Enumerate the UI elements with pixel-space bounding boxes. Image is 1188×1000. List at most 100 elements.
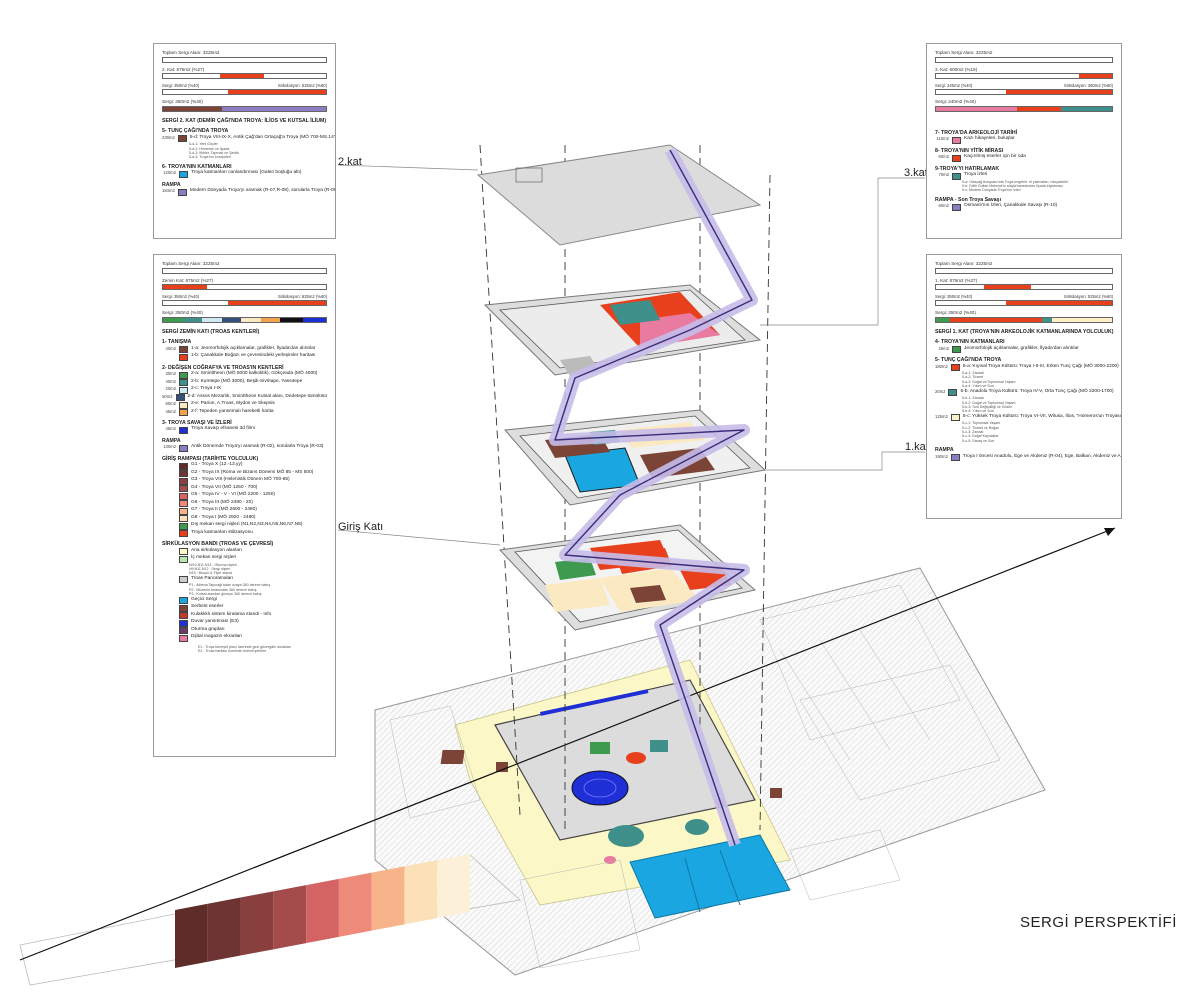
legend-subitem: 5-c-2: Ticaret ve Boğaz (962, 425, 999, 430)
legend-swatch (179, 500, 188, 508)
legend-item-label: 2-c: Troya I-IX (191, 386, 222, 391)
total-area-bar (162, 267, 327, 274)
legend-item: Kulaklıklı sistem kiralama standı - info (162, 612, 327, 620)
exhibit-breakdown-line: Sergi: 240m2 (%40) (935, 99, 976, 105)
legend-swatch (179, 346, 188, 354)
legend-swatch (950, 454, 960, 462)
exhibit-share-label: Sergi: 350m2 (%40) (162, 294, 200, 300)
exhibit-breakdown-bar (162, 316, 327, 323)
legend-panel-floor-3: Toplam Sergi Alanı: 3225m2 3. Kat: 600m2… (926, 43, 1122, 239)
legend-item: Troas Panoramaları (162, 576, 327, 584)
exhibit-breakdown-line: Sergi: 350m2 (%40) (162, 310, 203, 316)
legend-item-area: 45m2 (165, 408, 176, 414)
leader-lines (337, 164, 925, 546)
legend-group-title: 1- TANIŞMA (162, 339, 192, 346)
legend-swatch (179, 444, 188, 452)
legend-item-label: Troas Panoramaları (191, 575, 234, 581)
legend-swatch (179, 379, 188, 386)
legend-group-title: RAMPA - Son Troya Savaşı (935, 196, 1002, 203)
legend-item-area: 30m2 (165, 371, 176, 376)
ramp-segment-g3 (240, 891, 274, 956)
legend-item-label: Antik Dönemde Troya'yı aramak (R-02), so… (191, 444, 324, 450)
footnote: E1 : Troya tümeyel planı üzerinde gezi g… (198, 644, 292, 649)
legend-group-title: 2- DEĞİŞEN COĞRAFYA VE TROAS'IN KENTLERİ (162, 364, 284, 371)
legend-item-area: 180m2 (935, 363, 948, 369)
legend-item-label: Oturma grupları (191, 626, 225, 632)
legend-item: Geçici Sergi (162, 597, 327, 605)
legend-subitem: N/10,N11,N14 : Oturma nişleri (189, 562, 237, 567)
circulation-share-label: Sirkülasyon: 525m2 (%60) (1063, 294, 1113, 300)
legend-swatch (179, 426, 188, 434)
legend-item: 130m2 Antik Dönemde Troya'yı aramak (R-02… (162, 444, 327, 452)
legend-swatch (177, 135, 187, 143)
legend-subitem: 5-b-4: Yıkım ve Son (962, 409, 994, 414)
drawing-title: SERGİ PERSPEKTİFİ (1020, 914, 1177, 931)
legend-group-title: RAMPA (935, 447, 954, 454)
legend-item-label: 2-f: Tepeden yansıtmalı hareketli harita (191, 408, 274, 414)
legend-item-area: 130m2 (163, 444, 176, 450)
legend-subitem: 5-b-3: Son Değişikliği ve Gözler (962, 404, 1013, 409)
exhibit-share-label: Sergi: 350m2 (%40) (162, 83, 200, 89)
legend-subitem: 5-d-4: Troya'nın kompüteri (189, 155, 231, 160)
legend-swatch (179, 515, 188, 523)
legend-swatch (952, 136, 961, 144)
ramp-segment-g1 (175, 903, 208, 968)
legend-item-label: Troya izleri (964, 172, 988, 177)
legend-item-label: Dijital magazin ekranları (191, 634, 243, 640)
legend-item: 45m2 2-f: Tepeden yansıtmalı hareketli ha… (162, 408, 327, 416)
legend-item-label: Kazı hikayeleri, buluşlar (964, 136, 1015, 142)
ramp-segment-g9 (437, 853, 470, 919)
legend-swatch (948, 389, 958, 397)
legend-item-label: 1-a: Jeomorfolojik açıklamalar, grafikle… (191, 345, 316, 351)
legend-group-title: 4- TROYA'NIN KATMANLARI (935, 339, 1005, 346)
legend-swatch (179, 170, 188, 178)
legend-item-area: 40m2 (165, 345, 176, 351)
legend-item: Troya katmanları stilizasyonu (162, 530, 327, 538)
legend-item: G5 - Troya IV - V - VI (MÖ 2200 - 1250) (162, 492, 327, 500)
legend-item-label: Troya Savaşı efsanesi 3d filmi (191, 426, 255, 432)
legend-item: G3 - Troya VIII (Helenistik Dönem MÖ 700… (162, 477, 327, 485)
legend-item-area: 184m2 (162, 188, 175, 194)
ramp-segment-g4 (273, 885, 307, 950)
legend-group-title: RAMPA (162, 181, 181, 188)
legend-item-area: 40m2 (165, 378, 176, 384)
total-area-line: Toplam Sergi Alanı: 3225m2 (162, 261, 220, 266)
exhibit-share-label: Sergi: 240m2 (%40) (935, 83, 973, 89)
legend-swatch (179, 353, 188, 361)
legend-item-label: Osmanlı'nın İzleri, Çanakkale Savaşı (R-… (964, 203, 1058, 209)
legend-item-area: 120m2 (163, 170, 176, 176)
legend-swatch (179, 522, 188, 530)
legend-item-area: 230m2 (162, 134, 175, 140)
floor-area-line: 3. Kat: 600m2 (%19) (935, 66, 978, 72)
legend-group-title: 7- TROYA'DA ARKEOLOJİ TARİHİ (935, 129, 1018, 136)
legend-subitem: 5-c-5: Savaş ve Son (962, 438, 995, 443)
legend-item-area: 45m2 (165, 426, 176, 432)
legend-item-label: İç mekan sergi nişleri (191, 555, 237, 561)
legend-item: G8 - Troya I (MÖ 2920 - 2480) (162, 515, 327, 523)
entrance-axis-line (19, 527, 1116, 961)
legend-subitem: 5-c-1: Toplumsal Yaşam (962, 421, 1001, 426)
legend-item-label: G5 - Troya IV - V - VI (MÖ 2200 - 1250) (191, 492, 275, 498)
legend-swatch (179, 485, 188, 493)
legend-item: G4 - Troya VII (MÖ 1250 - 700) (162, 485, 327, 493)
ramp-segment-g5 (306, 878, 339, 944)
floor-area-line: 1. Kat: 875m2 (%27) (935, 277, 978, 283)
legend-subitem: 5-a-4: Yıkım ve Son (962, 384, 994, 389)
legend-item-label: G1 - Troya X (12.-13.yy) (191, 462, 243, 468)
legend-item-label: 1-b: Çanakkale Boğazı ve çevresindeki ye… (191, 353, 316, 359)
legend-subitem: 5-a-3: Doğal ve Toplumsal Yaşam (962, 379, 1016, 384)
legend-swatch (179, 462, 188, 470)
legend-group-title: 5- TUNÇ ÇAĞI'NDA TROYA (935, 357, 1002, 364)
legend-group-title: 5- TUNÇ ÇAĞI'NDA TROYA (162, 128, 229, 135)
